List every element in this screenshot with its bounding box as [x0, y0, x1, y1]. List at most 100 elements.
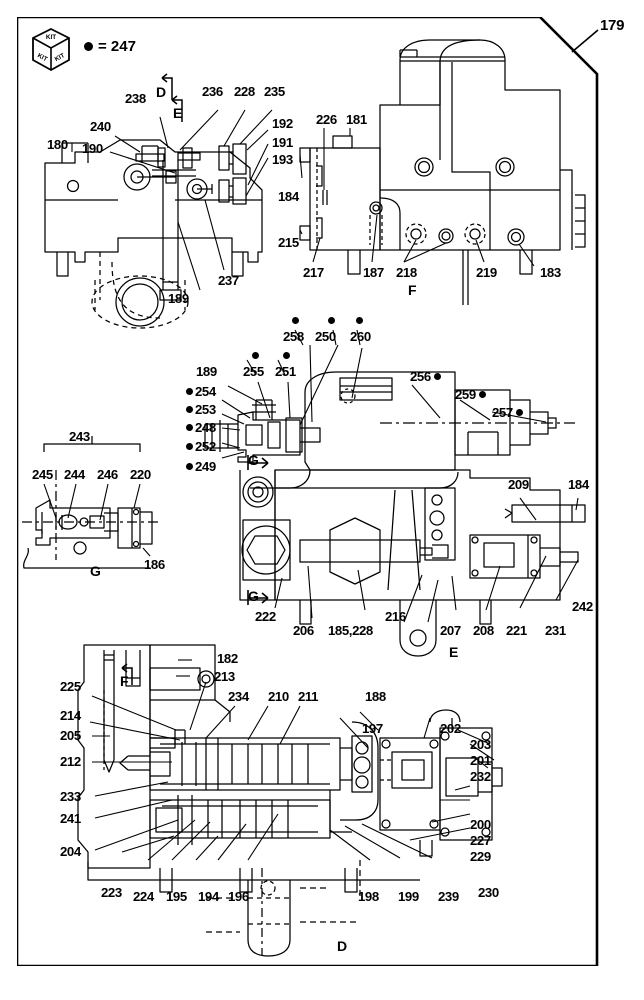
callout-229: 229 — [470, 849, 491, 864]
callout-185-228: 185,228 — [328, 623, 373, 638]
callout-212: 212 — [60, 754, 81, 769]
callout-242: 242 — [572, 599, 593, 614]
callout-259-text: 259 — [455, 387, 476, 402]
callout-245: 245 — [32, 467, 53, 482]
page-frame — [17, 17, 625, 966]
callout-213: 213 — [214, 669, 235, 684]
callout-249-text: 249 — [195, 459, 216, 474]
callout-217: 217 — [303, 265, 324, 280]
callout-234: 234 — [228, 689, 249, 704]
kit-bullet-248 — [186, 424, 193, 432]
kit-bullet-icon — [84, 41, 93, 51]
section-mark-e-top: E — [173, 105, 183, 121]
callout-180: 180 — [47, 137, 68, 152]
callout-203: 203 — [470, 737, 491, 752]
kit-bullet-251 — [283, 352, 290, 359]
kit-bullet-256 — [433, 373, 441, 381]
callout-259: 259 — [455, 388, 486, 401]
callout-257-text: 257 — [492, 405, 513, 420]
callout-183: 183 — [540, 265, 561, 280]
svg-text:KIT: KIT — [36, 52, 48, 63]
callout-182: 182 — [217, 651, 238, 666]
callout-254: 254 — [186, 385, 216, 398]
kit-bullet-260 — [356, 317, 363, 324]
callout-256: 256 — [410, 370, 441, 383]
callout-239: 239 — [438, 889, 459, 904]
callout-227: 227 — [470, 833, 491, 848]
callout-207: 207 — [440, 623, 461, 638]
callout-214: 214 — [60, 708, 81, 723]
callout-248-text: 248 — [195, 420, 216, 435]
callout-246: 246 — [97, 467, 118, 482]
kit-bullet-250 — [328, 317, 335, 324]
kit-bullet-253 — [186, 406, 193, 414]
callout-195: 195 — [166, 889, 187, 904]
callout-221: 221 — [506, 623, 527, 638]
callout-200: 200 — [470, 817, 491, 832]
callout-231: 231 — [545, 623, 566, 638]
kit-bullet-254 — [186, 388, 193, 396]
kit-legend-value: = 247 — [98, 38, 136, 55]
callout-209: 209 — [508, 477, 529, 492]
callout-260: 260 — [350, 329, 371, 344]
section-mark-d-bottom: D — [337, 938, 348, 954]
callout-187: 187 — [363, 265, 384, 280]
callout-244: 244 — [64, 467, 85, 482]
kit-bullet-252 — [186, 443, 193, 451]
kit-bullet-255 — [252, 352, 259, 359]
callout-256-text: 256 — [410, 369, 431, 384]
svg-text:KIT: KIT — [46, 34, 56, 41]
callout-216: 216 — [385, 609, 406, 624]
callout-228: 228 — [234, 84, 255, 99]
section-mark-g-lower: G — [248, 588, 259, 604]
callout-197: 197 — [362, 721, 383, 736]
callout-199: 199 — [398, 889, 419, 904]
callout-192: 192 — [272, 116, 293, 131]
callout-198: 198 — [358, 889, 379, 904]
callout-186: 186 — [144, 557, 165, 572]
callout-215: 215 — [278, 235, 299, 250]
callout-219: 219 — [476, 265, 497, 280]
callout-241: 241 — [60, 811, 81, 826]
callout-253: 253 — [186, 403, 216, 416]
callout-189-mid: 189 — [196, 364, 217, 379]
callout-184: 184 — [278, 189, 299, 204]
callout-240: 240 — [90, 119, 111, 134]
kit-cube-icon: KIT KIT KIT — [30, 27, 72, 72]
callout-249: 249 — [186, 460, 216, 473]
kit-bullet-259 — [478, 391, 486, 399]
callout-258: 258 — [283, 329, 304, 344]
callout-181: 181 — [346, 112, 367, 127]
callout-189: 189 — [168, 291, 189, 306]
section-mark-g-upper: G — [248, 452, 259, 468]
callout-238: 238 — [125, 91, 146, 106]
callout-201: 201 — [470, 753, 491, 768]
callout-257: 257 — [492, 406, 523, 419]
callout-237: 237 — [218, 273, 239, 288]
callout-225: 225 — [60, 679, 81, 694]
callout-248: 248 — [186, 421, 216, 434]
callout-188: 188 — [365, 689, 386, 704]
kit-legend-text: = 247 — [84, 38, 136, 55]
section-mark-d-top: D — [156, 84, 167, 100]
kit-bullet-258 — [292, 317, 299, 324]
callout-251: 251 — [275, 364, 296, 379]
callout-208: 208 — [473, 623, 494, 638]
callout-250: 250 — [315, 329, 336, 344]
callout-226: 226 — [316, 112, 337, 127]
callout-230: 230 — [478, 885, 499, 900]
callout-254-text: 254 — [195, 384, 216, 399]
callout-211: 211 — [298, 689, 319, 704]
callout-210: 210 — [268, 689, 289, 704]
callout-184-mid: 184 — [568, 477, 589, 492]
callout-206: 206 — [293, 623, 314, 638]
callout-252: 252 — [186, 440, 216, 453]
callout-194: 194 — [198, 889, 219, 904]
callout-193: 193 — [272, 152, 293, 167]
callout-236: 236 — [202, 84, 223, 99]
section-mark-f-top: F — [408, 282, 417, 298]
callout-252-text: 252 — [195, 439, 216, 454]
callout-222: 222 — [255, 609, 276, 624]
callout-191: 191 — [272, 135, 293, 150]
